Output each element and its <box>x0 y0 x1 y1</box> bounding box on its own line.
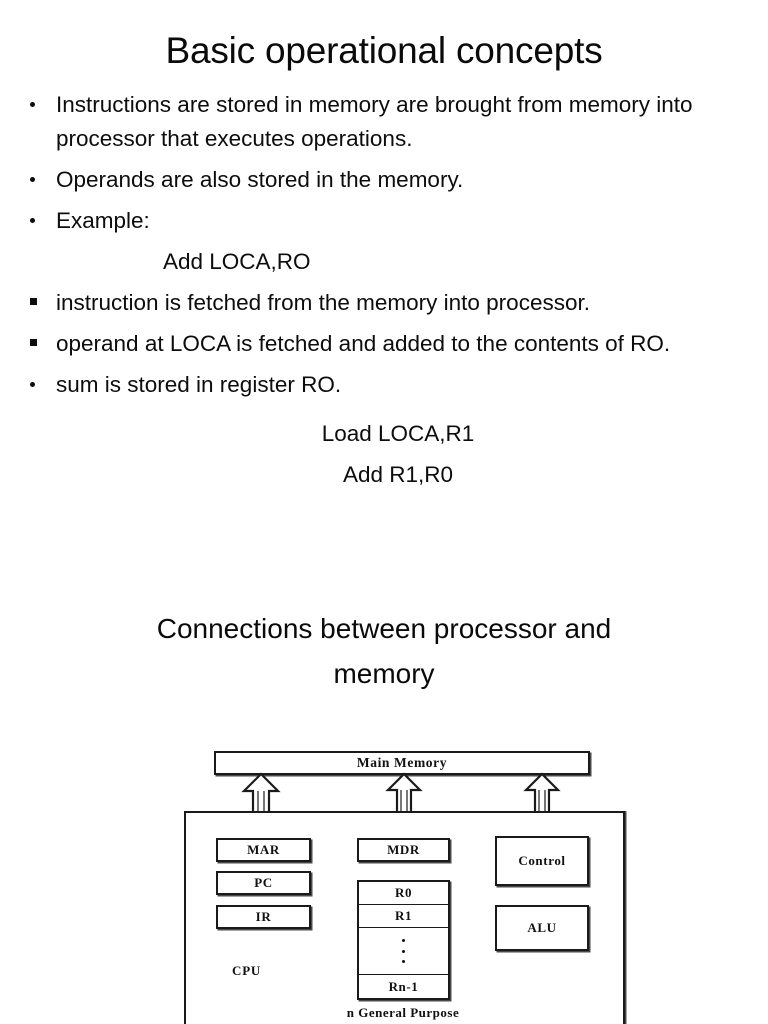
ir-register-box: IR <box>216 905 311 929</box>
page-title: Basic operational concepts <box>165 30 603 71</box>
list-item-text: Example: <box>56 208 150 233</box>
mar-register-box: MAR <box>216 838 311 862</box>
register-cell: R1 <box>359 905 448 928</box>
general-purpose-register-file: R0 R1 Rn-1 <box>357 880 450 1000</box>
list-item-text: sum is stored in register RO. <box>56 372 342 397</box>
alu-box: ALU <box>495 905 589 951</box>
control-unit-box: Control <box>495 836 589 886</box>
spacer <box>0 409 768 417</box>
dot <box>402 960 405 964</box>
pc-register-box: PC <box>216 871 311 895</box>
list-item: operand at LOCA is fetched and added to … <box>0 327 768 361</box>
list-item-text: Instructions are stored in memory are br… <box>56 92 693 151</box>
list-item: Operands are also stored in the memory. <box>0 163 768 197</box>
list-item: Example: <box>0 204 768 238</box>
memory-to-mar-up-arrow-icon <box>241 772 281 817</box>
dot <box>402 938 405 942</box>
section-title: Connections between processor and memory <box>104 606 664 696</box>
main-memory-box: Main Memory <box>214 751 590 775</box>
mdr-register-box: MDR <box>357 838 450 862</box>
list-item: instruction is fetched from the memory i… <box>0 286 768 320</box>
register-ellipsis-cell <box>359 928 448 975</box>
bullet-list: Instructions are stored in memory are br… <box>0 88 768 499</box>
list-item-text: Operands are also stored in the memory. <box>56 167 464 192</box>
register-cell: Rn-1 <box>388 978 419 994</box>
cpu-label: CPU <box>232 963 262 978</box>
example-instruction-line: Add LOCA,RO <box>163 249 311 274</box>
list-item-text: operand at LOCA is fetched and added to … <box>56 331 671 356</box>
dot <box>402 949 405 953</box>
add-instruction-line: Add R1,R0 <box>342 462 454 487</box>
load-instruction-line: Load LOCA,R1 <box>321 421 475 446</box>
register-cell: R0 <box>359 882 448 905</box>
list-item: sum is stored in register RO. <box>0 368 768 402</box>
list-item-text: instruction is fetched from the memory i… <box>56 290 590 315</box>
list-item: Instructions are stored in memory are br… <box>0 88 768 156</box>
register-file-caption: n General Purpose <box>346 1005 460 1020</box>
section-title-line-1: Connections between processor and <box>156 613 612 644</box>
section-title-line-2: memory <box>333 658 435 689</box>
